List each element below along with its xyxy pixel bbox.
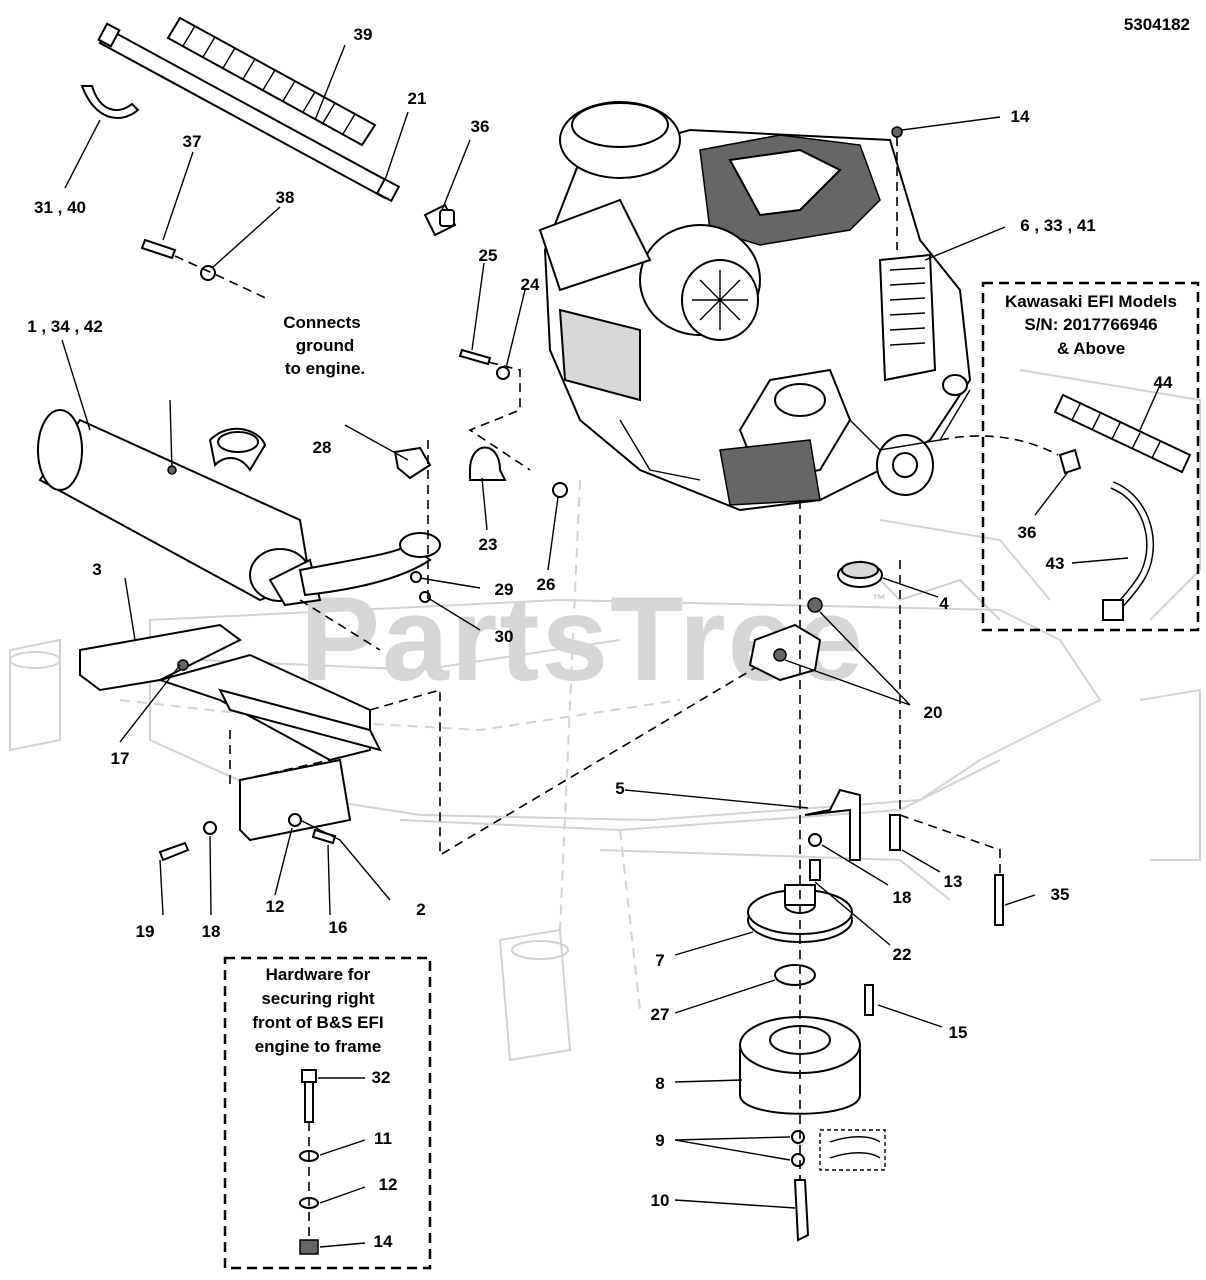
kawasaki-parts-icon [1053, 393, 1192, 621]
kawasaki-note-line-3: & Above [1057, 339, 1125, 358]
hardware-parts-icon [299, 1069, 319, 1255]
callout-18-right: 18 [893, 888, 912, 907]
washer-24-icon [496, 366, 510, 380]
hardware-box [223, 956, 432, 1270]
kawasaki-note: Kawasaki EFI Models S/N: 2017766946 & Ab… [1005, 292, 1177, 358]
callout-44: 44 [1154, 373, 1173, 392]
callout-35: 35 [1051, 885, 1070, 904]
callout-13: 13 [944, 872, 963, 891]
callout-27: 27 [651, 1005, 670, 1024]
callout-3: 3 [92, 560, 101, 579]
callout-12-box: 12 [379, 1175, 398, 1194]
callout-36-kawasaki: 36 [1018, 523, 1037, 542]
callout-20: 20 [924, 703, 943, 722]
engine-icon [538, 101, 972, 512]
hardware-note-line-1: Hardware for [266, 965, 371, 984]
callout-36-top: 36 [471, 117, 490, 136]
shim-box [819, 1129, 886, 1171]
washer-12-icon [288, 813, 302, 827]
callout-15: 15 [949, 1023, 968, 1042]
callout-39: 39 [354, 25, 373, 44]
ground-note: Connects ground to engine. [283, 313, 365, 378]
callout-7: 7 [655, 951, 664, 970]
leader-lines [61, 44, 1161, 1248]
callout-24: 24 [521, 275, 540, 294]
callout-9: 9 [655, 1131, 664, 1150]
hardware-note: Hardware for securing right front of B&S… [252, 965, 383, 1056]
callout-19: 19 [136, 922, 155, 941]
hardware-note-line-4: engine to frame [255, 1037, 382, 1056]
callout-43: 43 [1046, 554, 1065, 573]
callout-6-33-41: 6 , 33 , 41 [1020, 216, 1096, 235]
callout-10: 10 [651, 1191, 670, 1210]
callout-17: 17 [111, 749, 130, 768]
kawasaki-note-line-1: Kawasaki EFI Models [1005, 292, 1177, 311]
ground-note-line-1: Connects [283, 313, 360, 332]
callout-29: 29 [495, 580, 514, 599]
washer-18-icon [203, 821, 217, 835]
kawasaki-note-line-2: S/N: 2017766946 [1024, 315, 1157, 334]
callout-18-left: 18 [202, 922, 221, 941]
watermark-trademark: ™ [872, 591, 886, 607]
bolt-19-icon [158, 841, 190, 862]
callout-8: 8 [655, 1074, 664, 1093]
clutch-stack-icon [739, 561, 1004, 1242]
callout-14-top: 14 [1011, 107, 1030, 126]
kawasaki-box [981, 281, 1200, 632]
callout-30: 30 [495, 627, 514, 646]
callout-23: 23 [479, 535, 498, 554]
callout-4: 4 [939, 594, 949, 613]
callout-28: 28 [313, 438, 332, 457]
callout-12-left: 12 [266, 897, 285, 916]
callout-5: 5 [615, 779, 624, 798]
bolt-25-icon [458, 348, 492, 366]
callout-14-box: 14 [374, 1232, 393, 1251]
callout-21: 21 [408, 89, 427, 108]
tube-icon [97, 22, 401, 203]
callout-31-40: 31 , 40 [34, 198, 86, 217]
callout-16: 16 [329, 918, 348, 937]
bracket-icon [79, 623, 382, 842]
callout-2: 2 [416, 900, 425, 919]
sleeve-icon [166, 16, 377, 147]
ground-bolt-icon [140, 238, 271, 301]
ground-note-line-3: to engine. [285, 359, 365, 378]
callout-11: 11 [374, 1129, 392, 1148]
diagram-id: 5304182 [1124, 15, 1190, 34]
ground-note-line-2: ground [296, 336, 355, 355]
callout-26: 26 [537, 575, 556, 594]
hardware-note-line-2: securing right [261, 989, 375, 1008]
callout-labels: 39 21 31 , 40 37 38 36 14 6 , 33 , 41 25… [27, 25, 1173, 1251]
callout-38: 38 [276, 188, 295, 207]
callout-32: 32 [372, 1068, 391, 1087]
clip-icon [80, 85, 140, 119]
grommet-14-icon [891, 126, 903, 138]
gasket-icon [393, 446, 432, 480]
nut-26-icon [552, 482, 568, 498]
hardware-note-line-3: front of B&S EFI [252, 1013, 383, 1032]
callout-1-34-42: 1 , 34 , 42 [27, 317, 103, 336]
muffler-icon [37, 399, 441, 607]
clamp-icon [469, 446, 507, 481]
callout-22: 22 [893, 945, 912, 964]
fitting-icon [423, 203, 457, 237]
callout-37: 37 [183, 132, 202, 151]
callout-25: 25 [479, 246, 498, 265]
